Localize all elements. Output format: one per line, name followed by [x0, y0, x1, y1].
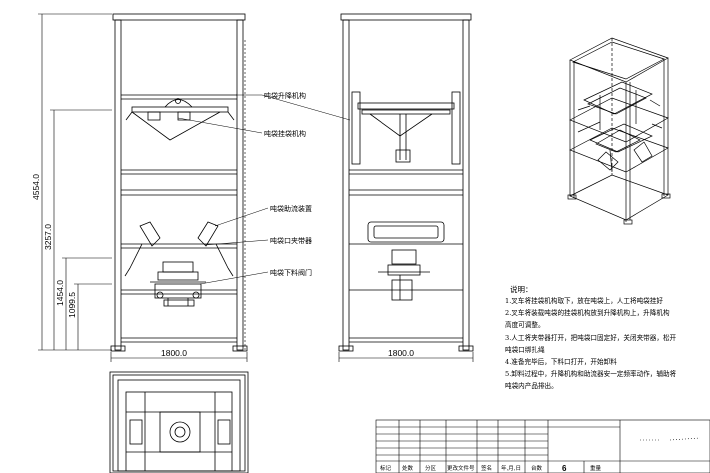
label-valve: 吨袋下料阀门	[270, 268, 312, 277]
note-line: 吨袋口绑扎绳	[505, 345, 545, 354]
notes-title: 说明：	[510, 284, 533, 294]
front-dimensions	[38, 13, 248, 362]
note-line: 高度可调整。	[505, 320, 545, 329]
dim-total-height: 4554.0	[31, 174, 41, 200]
tb-mark: 标记	[380, 464, 392, 472]
tb-change-doc: 更改文件号	[447, 464, 475, 472]
front-left-post	[114, 19, 122, 351]
note-line: 吨袋内产品排出。	[505, 381, 558, 390]
leaders	[177, 94, 351, 285]
tb-qty-label: 台数	[531, 464, 543, 472]
front-flow-arms	[124, 221, 234, 277]
tb-count: 处数	[402, 464, 414, 472]
tb-date: 年,月,日	[501, 464, 521, 472]
front-top-beam	[112, 13, 246, 21]
front-right-foot	[232, 345, 248, 352]
dim-width-front: 1800.0	[161, 348, 187, 358]
side-dimensions	[338, 352, 474, 362]
tb-zone: 分区	[425, 464, 437, 472]
dim-width-side: 1800.0	[388, 348, 414, 358]
note-line: 5.卸料过程中，升降机构和助流器安一定频率动作，辅助将	[505, 369, 677, 378]
tb-weight: 重量	[590, 464, 602, 472]
title-block	[375, 419, 710, 473]
note-line: 3.人工将夹带器打开，把吨袋口固定好，关闭夹带器，松开	[505, 333, 677, 342]
label-clamp: 吨袋口夹带器	[270, 236, 312, 245]
front-view	[110, 13, 248, 352]
label-hang: 吨袋挂袋机构	[264, 129, 306, 138]
front-right-post	[236, 19, 244, 351]
label-lift: 吨袋升降机构	[264, 91, 306, 100]
front-left-foot	[110, 345, 126, 352]
tb-sign: 签名	[481, 464, 492, 472]
front-hanger-beam	[131, 106, 229, 113]
plan-view	[109, 371, 249, 473]
dim-height-3: 1454.0	[55, 280, 65, 306]
tb-qty-value: 6	[562, 464, 567, 473]
notes-list: 1.叉车将挂袋机构取下，放在吨袋上，人工将吨袋挂好 2.叉车将装载吨袋的挂袋机构…	[505, 296, 677, 390]
dim-height-4: 1099.5	[67, 292, 77, 318]
note-line: 1.叉车将挂袋机构取下，放在吨袋上，人工将吨袋挂好	[505, 296, 663, 305]
isometric-view	[567, 37, 671, 225]
note-line: 2.叉车将装载吨袋的挂袋机构放到升降机构上，升降机构	[505, 308, 670, 317]
note-line: 4.准备完毕后，下料口打开，开始卸料	[505, 357, 617, 366]
label-flow: 吨袋助流装置	[270, 204, 312, 213]
front-discharge-valve	[150, 261, 206, 307]
side-view	[338, 13, 474, 352]
dim-height-2: 3257.0	[43, 224, 53, 250]
